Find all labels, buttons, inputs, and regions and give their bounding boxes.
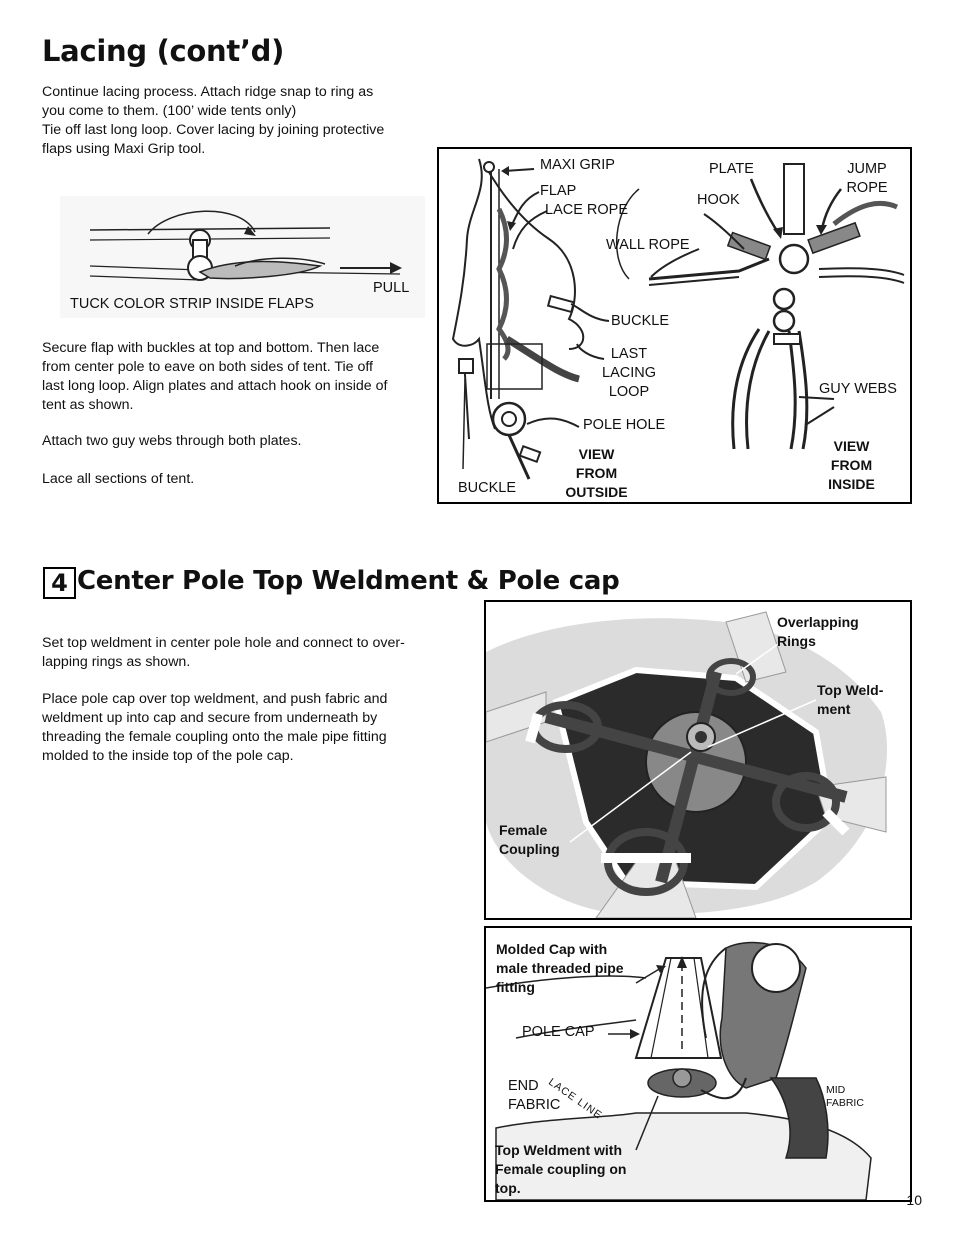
view-from-inside-caption: VIEW FROM INSIDE xyxy=(814,437,889,494)
text-line: flaps using Maxi Grip tool. xyxy=(42,141,206,157)
lacing-guy-webs-paragraph: Attach two guy webs through both plates. xyxy=(42,433,302,449)
top-weldment-drawing xyxy=(486,611,888,918)
text-line: Place pole cap over top weldment, and pu… xyxy=(42,691,388,707)
label-hook: HOOK xyxy=(697,192,740,208)
text-line: VIEW xyxy=(833,438,870,454)
text-line: Top Weld- xyxy=(817,682,884,698)
text-line: FABRIC xyxy=(826,1097,864,1109)
text-line: FROM xyxy=(575,465,618,481)
text-line: Tie off last long loop. Cover lacing by … xyxy=(42,122,385,138)
tuck-color-strip-label: TUCK COLOR STRIP INSIDE FLAPS xyxy=(70,296,314,312)
text-line: male threaded pipe xyxy=(496,960,624,976)
text-line: tent as shown. xyxy=(42,397,134,413)
text-line: MID xyxy=(826,1084,846,1096)
text-line: Molded Cap with xyxy=(496,941,608,957)
pole-cap-figure: Molded Cap with male threaded pipe fitti… xyxy=(484,926,912,1202)
text-line: Secure flap with buckles at top and bott… xyxy=(42,340,380,356)
text-line: ROPE xyxy=(846,180,888,196)
lacing-all-sections-paragraph: Lace all sections of tent. xyxy=(42,471,195,487)
page-title: Lacing (cont’d) xyxy=(42,34,285,68)
text-line: ment xyxy=(817,701,851,717)
top-weldment-figure: Overlapping Rings Top Weld- ment Female … xyxy=(484,600,912,920)
text-line: Top Weldment with xyxy=(495,1142,623,1158)
label-end-fabric: END FABRIC xyxy=(508,1077,560,1115)
text-line: you come to them. (100’ wide tents only) xyxy=(42,103,297,119)
label-lace-rope: LACE ROPE xyxy=(545,202,628,218)
section4-pole-cap-paragraph: Place pole cap over top weldment, and pu… xyxy=(42,690,452,766)
text-line: molded to the inside top of the pole cap… xyxy=(42,748,294,764)
view-from-outside-caption: VIEW FROM OUTSIDE xyxy=(554,445,639,502)
label-guy-webs: GUY WEBS xyxy=(819,381,897,397)
label-buckle-bottom: BUCKLE xyxy=(458,480,517,496)
label-pole-cap: POLE CAP xyxy=(522,1024,595,1040)
text-line: weldment up into cap and secure from und… xyxy=(42,710,378,726)
text-line: Female xyxy=(499,822,548,838)
page-number: 10 xyxy=(906,1192,922,1208)
section4-weldment-paragraph: Set top weldment in center pole hole and… xyxy=(42,634,452,672)
label-flap: FLAP xyxy=(540,183,577,199)
text-line: FABRIC xyxy=(508,1097,561,1113)
section-number-badge: 4 xyxy=(43,567,76,599)
label-female-coupling: Female Coupling xyxy=(499,821,560,859)
text-line: JUMP xyxy=(847,161,887,177)
text-line: fitting xyxy=(496,979,535,995)
pull-label: PULL xyxy=(373,280,410,296)
section-title: Center Pole Top Weldment & Pole cap xyxy=(77,566,620,596)
text-line: Continue lacing process. Attach ridge sn… xyxy=(42,84,374,100)
text-line: Coupling xyxy=(499,841,560,857)
lacing-detail-figure: MAXI GRIP FLAP LACE ROPE BUCKLE LAST LAC… xyxy=(437,147,912,504)
text-line: LACING xyxy=(602,365,656,381)
text-line: Set top weldment in center pole hole and… xyxy=(42,635,405,651)
label-plate: PLATE xyxy=(709,161,754,177)
lacing-secure-paragraph: Secure flap with buckles at top and bott… xyxy=(42,339,442,415)
label-molded-cap: Molded Cap with male threaded pipe fitti… xyxy=(496,940,624,997)
pole-cap-drawing xyxy=(486,941,872,1200)
text-line: Female coupling on xyxy=(495,1161,627,1177)
label-maxi-grip: MAXI GRIP xyxy=(540,157,615,173)
text-line: VIEW xyxy=(578,446,615,462)
label-jump-rope: JUMP ROPE xyxy=(837,160,897,198)
lacing-detail-drawing xyxy=(451,158,905,480)
text-line: LAST xyxy=(610,346,648,362)
text-line: INSIDE xyxy=(828,476,875,492)
text-line: Overlapping xyxy=(777,614,859,630)
label-top-weldment: Top Weld- ment xyxy=(817,681,883,719)
text-line: lapping rings as shown. xyxy=(42,654,191,670)
text-line: from center pole to eave on both sides o… xyxy=(42,359,373,375)
text-line: last long loop. Align plates and attach … xyxy=(42,378,388,394)
text-line: END xyxy=(508,1078,539,1094)
flap-tuck-drawing xyxy=(60,196,425,318)
lacing-intro-paragraph: Continue lacing process. Attach ridge sn… xyxy=(42,83,442,159)
text-line: top. xyxy=(495,1180,521,1196)
text-line: OUTSIDE xyxy=(565,484,628,500)
label-last-lacing-loop: LAST LACING LOOP xyxy=(594,345,664,402)
label-mid-fabric: MID FABRIC xyxy=(826,1084,864,1110)
label-pole-hole: POLE HOLE xyxy=(583,417,666,433)
label-buckle-mid: BUCKLE xyxy=(611,313,670,329)
flap-tuck-illustration: TUCK COLOR STRIP INSIDE FLAPS PULL xyxy=(60,196,425,318)
text-line: threading the female coupling onto the m… xyxy=(42,729,387,745)
label-top-weldment-coupling: Top Weldment with Female coupling on top… xyxy=(495,1141,626,1198)
label-overlapping-rings: Overlapping Rings xyxy=(777,613,859,651)
text-line: LOOP xyxy=(608,384,650,400)
text-line: Rings xyxy=(777,633,816,649)
label-wall-rope: WALL ROPE xyxy=(606,237,690,253)
text-line: FROM xyxy=(830,457,873,473)
